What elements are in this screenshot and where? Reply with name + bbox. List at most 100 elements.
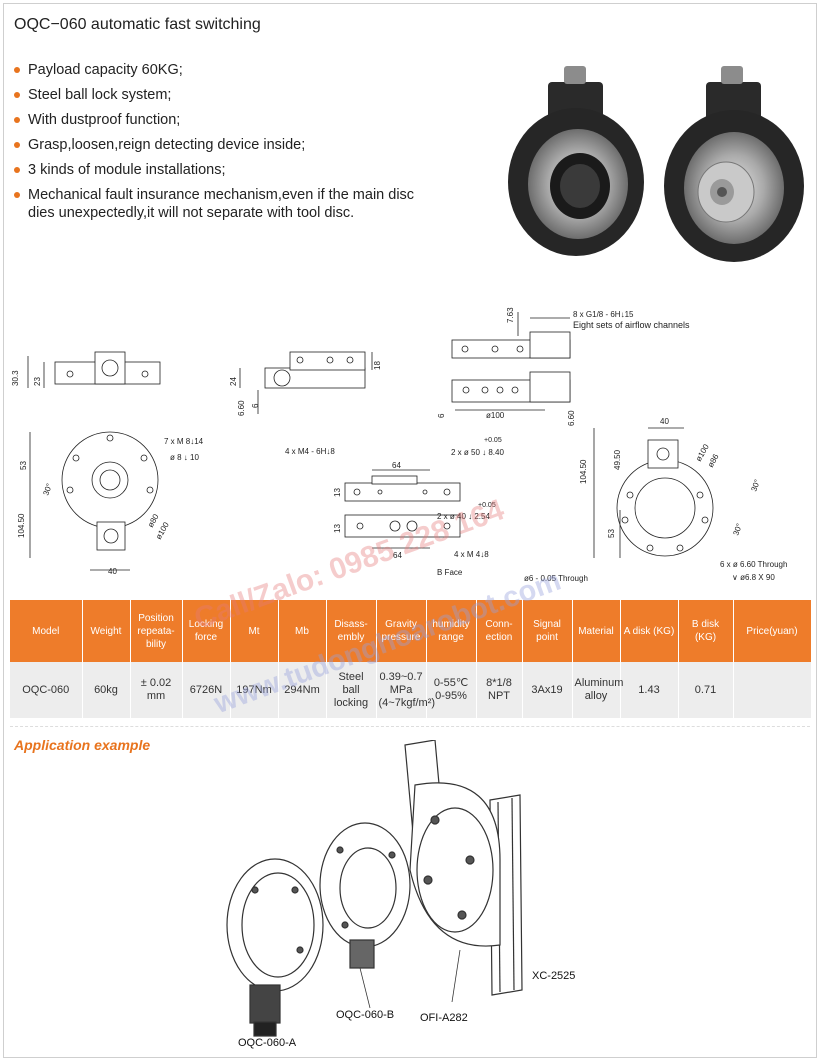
- dim-label: 30°: [41, 482, 54, 496]
- table-cell: 0.71: [678, 662, 734, 718]
- dim-label: 30.3: [11, 370, 20, 386]
- dim-label: 7.63: [506, 307, 515, 323]
- spec-table: Model Weight Position repeata-bility Loc…: [10, 600, 812, 718]
- column-header: Mt: [230, 600, 279, 662]
- column-header: Position repeata-bility: [130, 600, 183, 662]
- dim-label: 104.50: [17, 513, 26, 538]
- feature-item: Payload capacity 60KG;: [14, 61, 434, 79]
- feature-item: With dustproof function;: [14, 111, 434, 129]
- bullet-icon: [14, 67, 20, 73]
- column-header: Disass-embly: [326, 600, 377, 662]
- label-ofi-a282: OFI-A282: [420, 1012, 468, 1024]
- drawing-side-view-1: [27, 351, 161, 388]
- technical-drawings: 30.3 23 24 18 6.60 6 7.63 8 x G1/8 - 6H↓…: [11, 307, 787, 583]
- table-cell: 6726N: [182, 662, 231, 718]
- column-header: Model: [10, 600, 83, 662]
- dim-label: 40: [108, 567, 117, 576]
- column-header: B disk (KG): [678, 600, 734, 662]
- bullet-icon: [14, 192, 20, 198]
- table-cell: 1.43: [620, 662, 679, 718]
- dim-label: 64: [393, 551, 402, 560]
- column-header: Mb: [278, 600, 327, 662]
- label-oqc-060-a: OQC-060-A: [238, 1037, 297, 1049]
- dim-label: 6: [437, 413, 446, 418]
- table-cell: OQC-060: [10, 662, 83, 718]
- dim-label: 18: [373, 361, 382, 370]
- table-cell: ± 0.02 mm: [130, 662, 183, 718]
- column-header: Weight: [82, 600, 131, 662]
- bullet-icon: [14, 142, 20, 148]
- feature-item: Steel ball lock system;: [14, 86, 434, 104]
- drawing-side-view-3: [451, 312, 571, 411]
- dim-label: 6.60: [237, 400, 246, 416]
- dim-label: 6.60: [567, 410, 576, 426]
- dim-label: 53: [19, 461, 28, 470]
- dim-label: 7 x M 8↓14: [164, 437, 204, 446]
- column-header: Conn-ection: [476, 600, 523, 662]
- page-frame: [3, 3, 817, 1058]
- label-oqc-060-b: OQC-060-B: [336, 1009, 395, 1021]
- table-cell: 0.39~0.7 MPa (4~7kgf/m²): [376, 662, 435, 718]
- dim-label: 13: [333, 488, 342, 497]
- dim-label: 53: [607, 529, 616, 538]
- product-photo: [508, 66, 804, 262]
- table-cell: Aluminum alloy: [572, 662, 623, 718]
- dim-label: 104.50: [579, 459, 588, 484]
- drawing-front-view-1: [29, 431, 159, 571]
- table-header-row: Model Weight Position repeata-bility Loc…: [10, 600, 812, 662]
- application-illustration: [226, 740, 523, 1037]
- dim-label: 49.50: [613, 449, 622, 470]
- dim-label: Eight sets of airflow channels: [573, 320, 690, 330]
- dim-label: ∨ ø6.8 X 90: [732, 573, 775, 582]
- feature-item: Grasp,loosen,reign detecting device insi…: [14, 136, 434, 154]
- application-title: Application example: [14, 737, 151, 753]
- table-cell: [733, 662, 812, 718]
- dim-label: 6: [251, 403, 260, 408]
- drawing-section-view: [344, 469, 461, 549]
- dim-label: 4 x M4 - 6H↓8: [285, 447, 335, 456]
- column-header: Gravity pressure: [376, 600, 427, 662]
- dim-label: 23: [33, 377, 42, 386]
- table-cell: 3Ax19: [522, 662, 573, 718]
- column-header: A disk (KG): [620, 600, 679, 662]
- bullet-icon: [14, 117, 20, 123]
- table-cell: 294Nm: [278, 662, 327, 718]
- dim-label: ø6 - 0.05 Through: [524, 574, 588, 583]
- feature-item: 3 kinds of module installations;: [14, 161, 434, 179]
- drawing-side-view-2: [239, 351, 373, 414]
- dim-label: B Face: [437, 568, 463, 577]
- dim-label: 24: [229, 377, 238, 386]
- dim-label: 4 x M 4↓8: [454, 550, 489, 559]
- column-header: humidity range: [426, 600, 477, 662]
- dim-label: ø 8 ↓ 10: [170, 453, 199, 462]
- table-cell: Steel ball locking: [326, 662, 377, 718]
- table-cell: 60kg: [82, 662, 131, 718]
- dim-label: +0.05: [484, 437, 502, 444]
- table-cell: 197Nm: [230, 662, 279, 718]
- drawing-front-view-2: [593, 427, 714, 558]
- feature-list: Payload capacity 60KG; Steel ball lock s…: [14, 61, 434, 229]
- dim-label: 2 x ø 50 ↓ 8.40: [451, 448, 504, 457]
- column-header: Material: [572, 600, 621, 662]
- column-header: Locking force: [182, 600, 231, 662]
- table-row: OQC-060 60kg ± 0.02 mm 6726N 197Nm 294Nm…: [10, 662, 812, 718]
- bullet-icon: [14, 167, 20, 173]
- dim-label: 6 x ø 6.60 Through: [720, 560, 787, 569]
- dim-label: ø86: [706, 452, 721, 469]
- dim-label: 40: [660, 417, 669, 426]
- table-cell: 0-55℃ 0-95%: [426, 662, 477, 718]
- dim-label: 13: [333, 524, 342, 533]
- label-xc-2525: XC-2525: [532, 970, 576, 982]
- dim-label: 64: [392, 461, 401, 470]
- dim-label: +0.05: [478, 502, 496, 509]
- dim-label: 8 x G1/8 - 6H↓15: [573, 310, 634, 319]
- dim-label: 30°: [749, 478, 762, 492]
- bullet-icon: [14, 92, 20, 98]
- section-divider: [10, 726, 810, 727]
- column-header: Price(yuan): [733, 600, 812, 662]
- page-title: OQC−060 automatic fast switching: [14, 16, 261, 33]
- column-header: Signal point: [522, 600, 573, 662]
- table-cell: 8*1/8 NPT: [476, 662, 523, 718]
- dim-label: 30°: [731, 522, 744, 536]
- dim-label: ø100: [486, 411, 505, 420]
